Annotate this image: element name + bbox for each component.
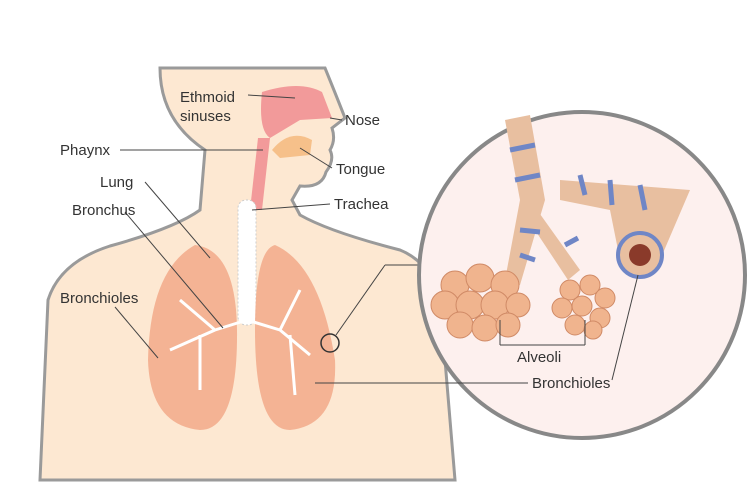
bronchial-tree (169, 289, 311, 396)
magnify-spot (320, 333, 340, 353)
label-ethmoid-2: sinuses (180, 108, 231, 125)
leader-lines (114, 94, 639, 384)
label-bronchioles-right: Bronchioles (532, 375, 610, 392)
alveoli-cluster-right (551, 274, 616, 340)
bronchiole-lumen (629, 244, 651, 266)
cartilage-rings (509, 142, 648, 263)
label-pharynx: Phaynx (60, 142, 111, 159)
trachea-tube (237, 199, 257, 326)
label-bronchus: Bronchus (72, 202, 135, 219)
label-tongue: Tongue (336, 161, 385, 178)
nasal-cavity (261, 86, 332, 138)
left-lung (148, 245, 238, 430)
label-bronchioles-left: Bronchioles (60, 290, 138, 307)
label-nose: Nose (345, 112, 380, 129)
right-lung (255, 245, 336, 430)
label-alveoli: Alveoli (517, 349, 561, 366)
label-ethmoid-1: Ethmoid (180, 89, 235, 106)
label-trachea: Trachea (334, 196, 389, 213)
label-lung: Lung (100, 174, 133, 191)
pharynx-tube (250, 138, 270, 210)
tongue-shape (272, 135, 312, 158)
alveoli-cluster-left (430, 263, 531, 342)
